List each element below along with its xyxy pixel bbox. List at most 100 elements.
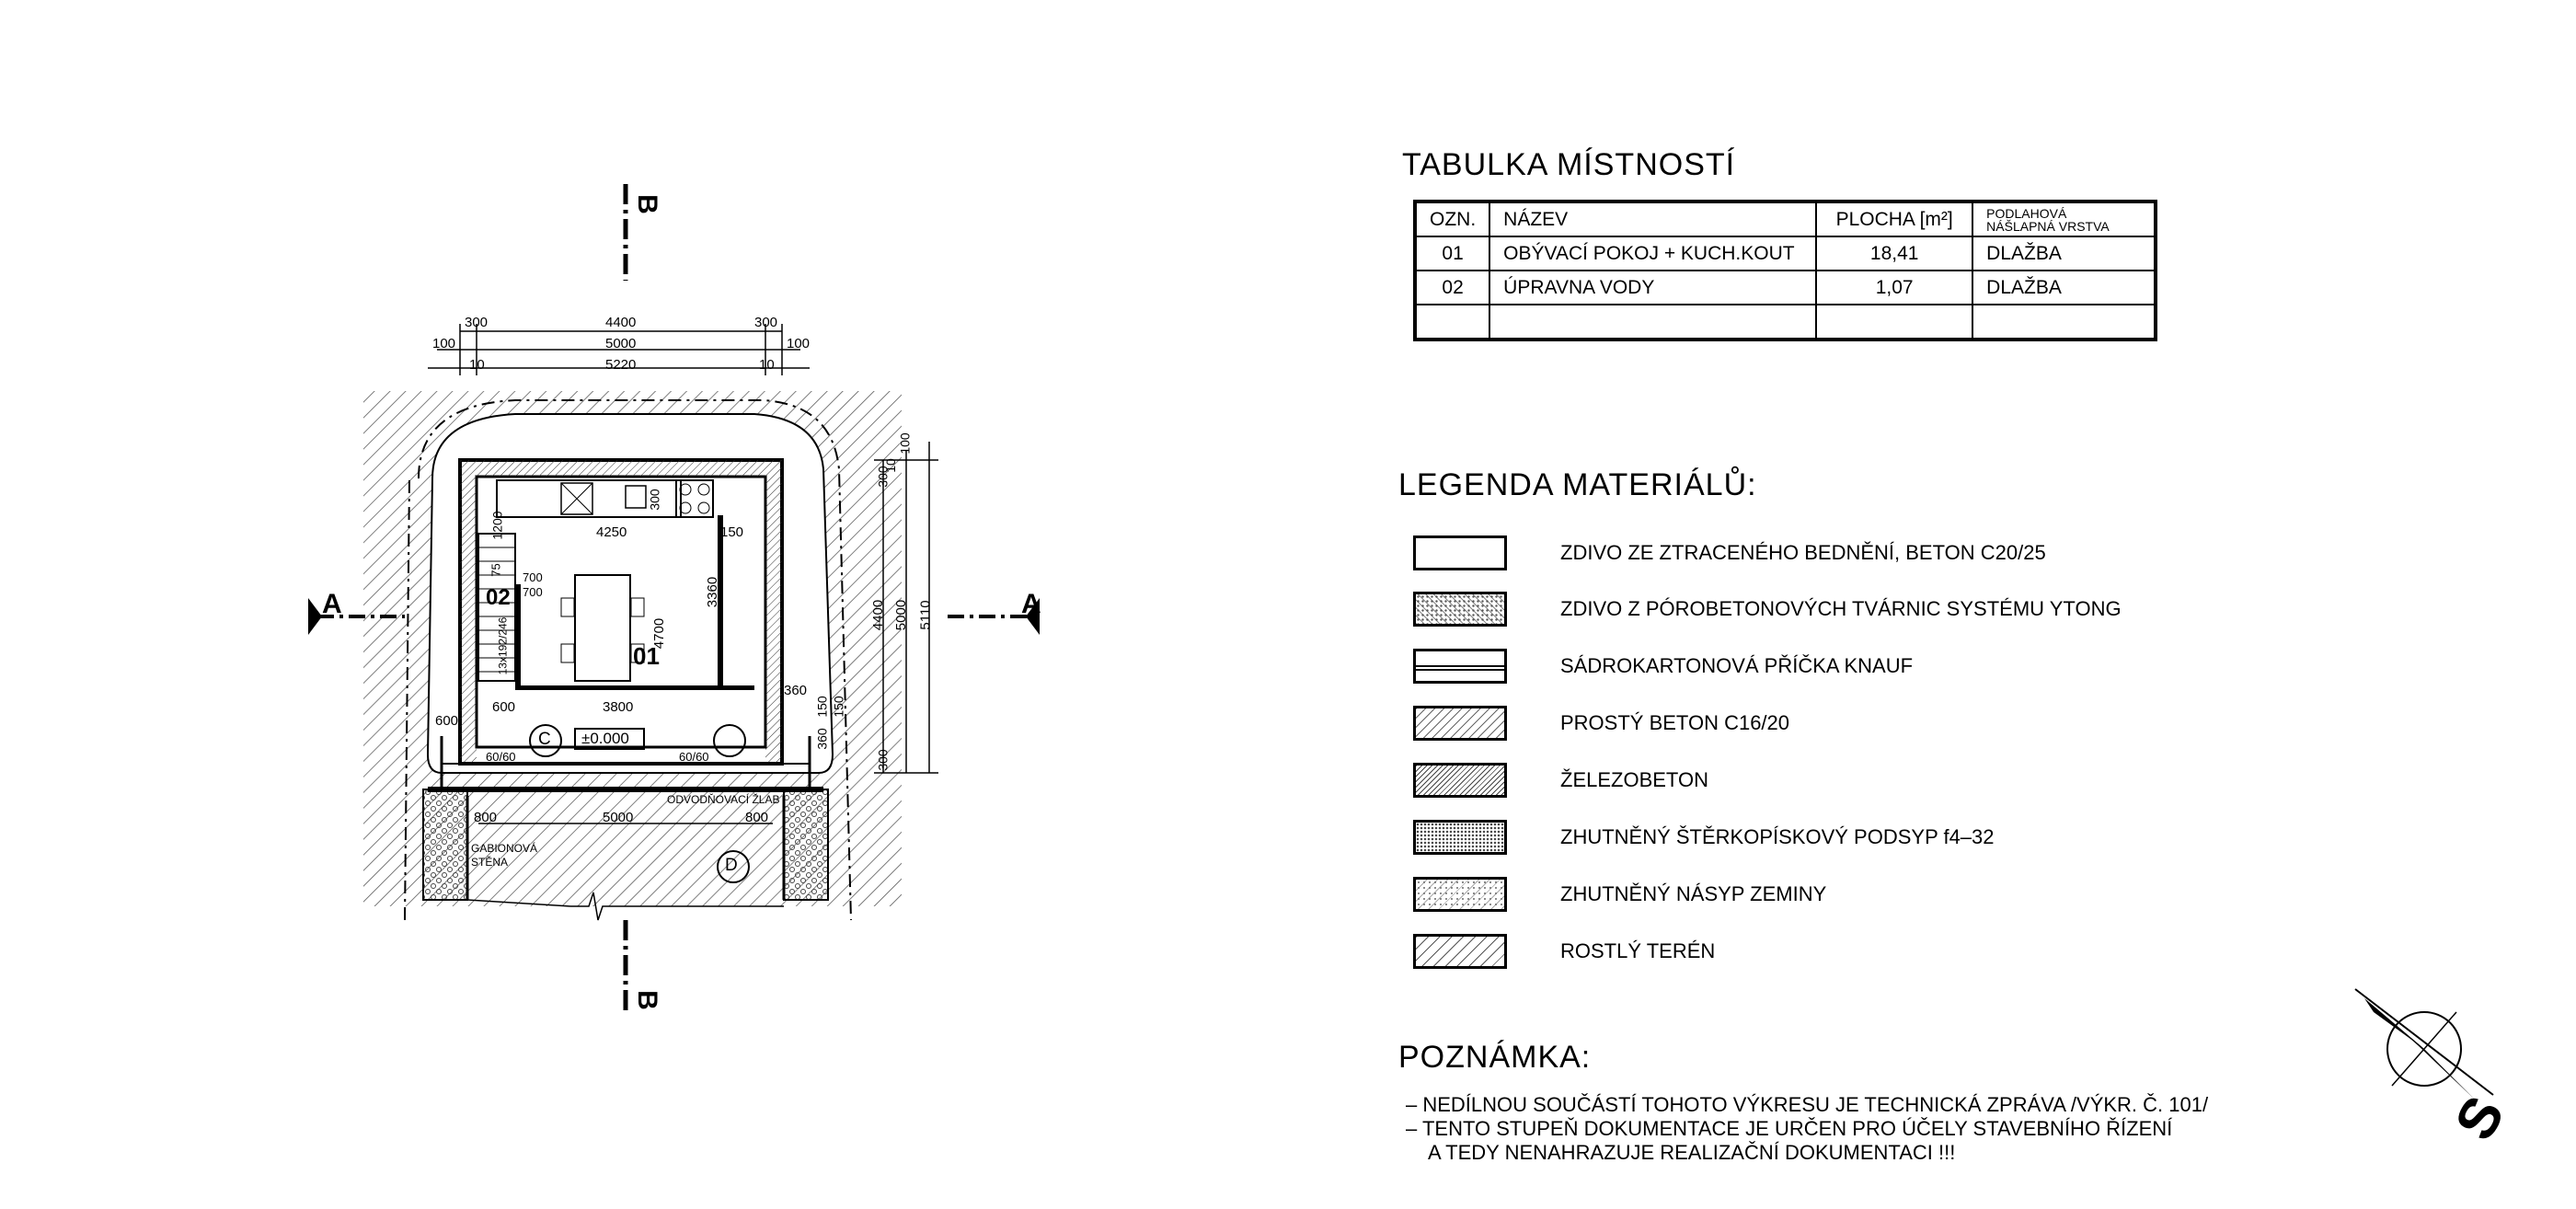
kitchen-counter: [496, 479, 714, 518]
col-plocha: PLOCHA [m²]: [1815, 201, 1974, 237]
dim-75: 75: [489, 563, 503, 577]
dim-150: 150: [720, 524, 744, 540]
cell-nazev: OBÝVACÍ POKOJ + KUCH.KOUT: [1489, 236, 1818, 271]
col-vrstva-line1: PODLAHOVÁ: [1986, 205, 2067, 221]
dim-1200: 1200: [489, 511, 505, 540]
section-mark-b-top: B: [631, 194, 662, 214]
col-ozn: OZN.: [1413, 201, 1491, 237]
house-walls: [428, 458, 823, 900]
dim-top-5000: 5000: [605, 336, 637, 351]
legend-swatch-soil: [1413, 877, 1507, 912]
note-line-3: A TEDY NENAHRAZUJE REALIZAČNÍ DOKUMENTAC…: [1428, 1141, 1956, 1164]
tile-label-right: 60/60: [679, 750, 709, 764]
legend-label: ROSTLÝ TERÉN: [1560, 939, 1716, 962]
col-vrstva: PODLAHOVÁ NÁŠLAPNÁ VRSTVA: [1972, 201, 2157, 237]
stairs: [477, 515, 754, 690]
dim-2150: 150: [831, 696, 846, 718]
room-label-01: 01: [633, 642, 660, 670]
tile-label-left: 60/60: [486, 750, 516, 764]
dim-top-100-right: 100: [787, 336, 811, 351]
legend-swatch-gravel: [1413, 820, 1507, 855]
legend-label: ZDIVO Z PÓROBETONOVÝCH TVÁRNIC SYSTÉMU Y…: [1560, 597, 2122, 620]
section-mark-b-bottom: B: [631, 990, 662, 1010]
dim-right-5000: 5000: [893, 599, 910, 631]
note-line-1: – NEDÍLNOU SOUČÁSTÍ TOHOTO VÝKRESU JE TE…: [1406, 1093, 2209, 1116]
dim-700-b: 700: [523, 585, 543, 599]
legend-swatch-hatch-dense: [1413, 763, 1507, 798]
notes-title: POZNÁMKA:: [1398, 1040, 1592, 1075]
dim-600-left: 600: [435, 713, 459, 729]
section-mark-a-left: A: [322, 589, 342, 619]
dim-3360: 3360: [705, 576, 721, 608]
gabion-wall-right: [783, 789, 829, 901]
legend-label: PROSTÝ BETON C16/20: [1560, 711, 1790, 734]
dim-3800: 3800: [603, 699, 634, 715]
dim-4250: 4250: [596, 524, 627, 540]
section-mark-a-right: A: [1021, 589, 1041, 619]
legend-label: SÁDROKARTONOVÁ PŘÍČKA KNAUF: [1560, 654, 1914, 677]
cell-vrstva: DLAŽBA: [1972, 270, 2157, 305]
cell-empty: [1815, 304, 1974, 340]
cell-vrstva: DLAŽBA: [1972, 236, 2157, 271]
section-line-a: [308, 598, 1040, 635]
cell-ozn: 01: [1413, 236, 1491, 271]
table-header-row: OZN. NÁZEV PLOCHA [m²] PODLAHOVÁ NÁŠLAPN…: [1413, 201, 2157, 237]
col-nazev: NÁZEV: [1489, 201, 1818, 237]
legend-label: ZDIVO ZE ZTRACENÉHO BEDNĚNÍ, BETON C20/2…: [1560, 541, 2046, 564]
legend-title: LEGENDA MATERIÁLŮ:: [1398, 467, 1757, 502]
cell-plocha: 18,41: [1815, 236, 1974, 271]
dim-top-300-left: 300: [465, 315, 489, 330]
table-row: [1413, 304, 2157, 340]
dimension-lines: [428, 324, 938, 921]
legend-swatch-hatch-wide: [1413, 934, 1507, 969]
dim-top-100-left: 100: [432, 336, 456, 351]
dim-bottom-800-right: 800: [745, 810, 769, 825]
room-table-title: TABULKA MÍSTNOSTÍ: [1402, 147, 1736, 182]
dim-top-5220: 5220: [605, 357, 637, 373]
fixture-d-label: D: [725, 856, 738, 875]
legend-label: ŽELEZOBETON: [1560, 768, 1708, 791]
drain-label: ODVODŇOVACÍ ŽLAB: [667, 793, 780, 806]
dim-right-4400: 4400: [870, 599, 887, 631]
col-vrstva-line2: NÁŠLAPNÁ VRSTVA: [1986, 218, 2110, 234]
dim-right-5110: 5110: [917, 600, 934, 630]
gabion-label: GABIONOVÁ STĚNA: [471, 842, 538, 869]
cell-nazev: ÚPRAVNA VODY: [1489, 270, 1818, 305]
dim-600-inner: 600: [492, 699, 516, 715]
dim-top-10-left: 10: [469, 357, 485, 373]
dim-bottom-800-left: 800: [474, 810, 498, 825]
dining-table: [560, 574, 645, 682]
dim-700-a: 700: [523, 570, 543, 584]
dim-360-a: 360: [784, 683, 808, 698]
cell-plocha: 1,07: [1815, 270, 1974, 305]
legend-swatch-blank: [1413, 535, 1507, 570]
cell-empty: [1413, 304, 1491, 340]
dim-150-b: 150: [814, 696, 830, 718]
dim-top-4400: 4400: [605, 315, 637, 330]
note-line-2: – TENTO STUPEŇ DOKUMENTACE JE URČEN PRO …: [1406, 1117, 2173, 1140]
legend-label: ZHUTNĚNÝ NÁSYP ZEMINY: [1560, 882, 1827, 905]
dim-360-b: 360: [814, 728, 830, 750]
floor-plan: [308, 184, 1040, 1012]
room-label-02: 02: [486, 585, 511, 610]
point-d-marker: [717, 850, 750, 883]
room-table: OZN. NÁZEV PLOCHA [m²] PODLAHOVÁ NÁŠLAPN…: [1413, 200, 2158, 341]
dim-top-300-right: 300: [754, 315, 778, 330]
dim-top-10-right: 10: [759, 357, 775, 373]
compass-icon: [2354, 988, 2494, 1100]
dim-bottom-5000: 5000: [603, 810, 634, 825]
legend-swatch-dots: [1413, 592, 1507, 627]
cell-ozn: 02: [1413, 270, 1491, 305]
dim-right-300-bottom: 300: [875, 749, 891, 771]
table-row: 02 ÚPRAVNA VODY 1,07 DLAŽBA: [1413, 270, 2157, 305]
dim-right-300: 300: [875, 466, 891, 488]
fixture-c-label: C: [538, 730, 551, 749]
legend-label: ZHUTNĚNÝ ŠTĚRKOPÍSKOVÝ PODSYP f4–32: [1560, 825, 1995, 848]
floor-tiles: [529, 724, 746, 757]
cell-empty: [1972, 304, 2157, 340]
dim-stairs: 13x192/246: [496, 616, 510, 675]
legend-swatch-hatch: [1413, 706, 1507, 741]
legend-swatch-lines: [1413, 649, 1507, 684]
dim-right-100: 100: [897, 432, 913, 455]
table-row: 01 OBÝVACÍ POKOJ + KUCH.KOUT 18,41 DLAŽB…: [1413, 236, 2157, 271]
